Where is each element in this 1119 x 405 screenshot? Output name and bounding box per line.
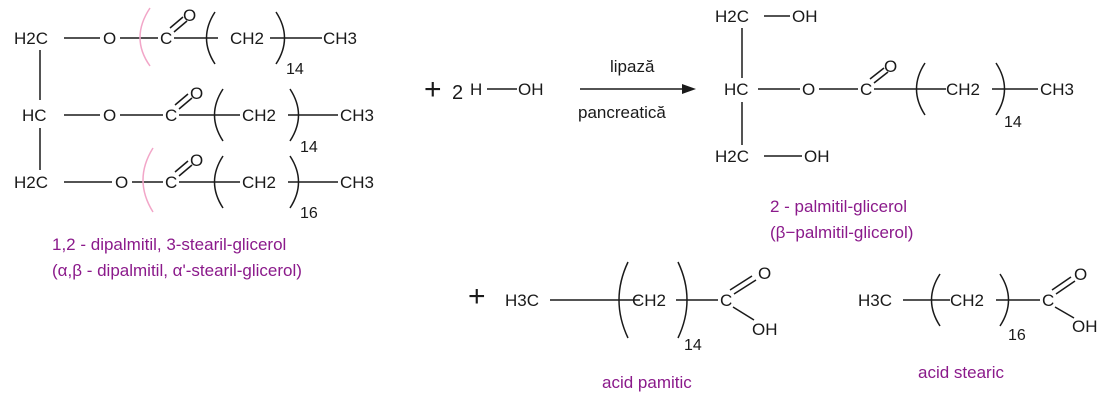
triglyceride-caption-alt: (α,β - dipalmitil, α'-stearil-glicerol): [52, 261, 302, 280]
repeat-count: 16: [1008, 327, 1026, 344]
ch2-label: CH2: [950, 291, 984, 310]
double-bond: [174, 93, 189, 106]
hydrogen-label: H: [470, 80, 482, 99]
repeat-count: 14: [286, 61, 304, 78]
carbon-label: C: [1042, 291, 1054, 310]
ch2-label: CH2: [230, 29, 264, 48]
carbonyl-oxygen-label: O: [190, 151, 203, 170]
reaction-arrow: lipază pancreatică: [578, 57, 696, 122]
carbon-label: C: [165, 173, 177, 192]
triglyceride-structure: H2C O C O CH2 CH3 14 HC O C O CH2 CH3 14…: [14, 6, 374, 222]
oxygen-label: O: [802, 80, 815, 99]
bracket-open: [930, 273, 941, 327]
coefficient: 2: [452, 82, 463, 104]
bond: [732, 306, 755, 321]
h2c-label: H2C: [715, 7, 749, 26]
ch2-label: CH2: [946, 80, 980, 99]
carbonyl-oxygen-label: O: [1074, 265, 1087, 284]
hc-label: HC: [724, 80, 749, 99]
ch2-label: CH2: [242, 173, 276, 192]
ch3-label: CH3: [340, 106, 374, 125]
oh-label: OH: [792, 7, 818, 26]
ch2-label: CH2: [632, 291, 666, 310]
bracket-open: [213, 88, 224, 142]
ch3-label: CH3: [323, 29, 357, 48]
double-bond: [729, 275, 753, 291]
h2c-label: H2C: [14, 173, 48, 192]
stearic-acid-caption: acid stearic: [918, 363, 1004, 382]
palmitic-acid-structure: H3C CH2 C O OH 14: [505, 261, 778, 354]
double-bond: [869, 67, 885, 80]
enzyme-label-bottom: pancreatică: [578, 103, 666, 122]
bond: [1054, 306, 1075, 319]
oxygen-label: O: [103, 106, 116, 125]
cleavage-mark: [142, 147, 154, 213]
repeat-count: 14: [300, 139, 318, 156]
carbonyl-oxygen-label: O: [183, 6, 196, 25]
oxygen-label: O: [103, 29, 116, 48]
repeat-count: 16: [300, 205, 318, 222]
repeat-count: 14: [1004, 114, 1022, 131]
bracket-open: [213, 155, 224, 209]
carbonyl-oxygen-label: O: [190, 84, 203, 103]
monoglyceride-structure: H2C OH HC O C O CH2 CH3 14 H2C OH: [715, 7, 1074, 166]
double-bond: [873, 71, 889, 84]
h2c-label: H2C: [14, 29, 48, 48]
carbonyl-oxygen-label: O: [884, 57, 897, 76]
monoglyceride-caption: 2 - palmitil-glicerol: [770, 197, 907, 216]
oh-label: OH: [804, 147, 830, 166]
ch3-label: CH3: [340, 173, 374, 192]
double-bond: [169, 16, 184, 29]
oh-label: OH: [1072, 317, 1098, 336]
carbon-label: C: [860, 80, 872, 99]
double-bond: [1051, 276, 1072, 291]
double-bond: [733, 279, 757, 295]
oh-label: OH: [752, 320, 778, 339]
double-bond: [173, 20, 188, 33]
double-bond: [174, 160, 189, 173]
h2c-label: H2C: [715, 147, 749, 166]
enzyme-label: lipază: [610, 57, 655, 76]
ch2-label: CH2: [242, 106, 276, 125]
ch3-label: CH3: [1040, 80, 1074, 99]
oh-label: OH: [518, 80, 544, 99]
carbonyl-oxygen-label: O: [758, 264, 771, 283]
bracket-open: [618, 261, 629, 339]
plus-sign: +: [468, 280, 486, 313]
carbon-label: C: [165, 106, 177, 125]
double-bond: [178, 164, 193, 177]
arrow-head: [682, 84, 696, 94]
palmitic-acid-caption: acid pamitic: [602, 373, 692, 392]
oxygen-label: O: [115, 173, 128, 192]
hc-label: HC: [22, 106, 47, 125]
plus-sign: +: [424, 73, 442, 106]
h3c-label: H3C: [858, 291, 892, 310]
monoglyceride-caption-alt: (β−palmitil-glicerol): [770, 223, 913, 242]
carbon-label: C: [160, 29, 172, 48]
water-reactant: + 2 H OH: [424, 73, 544, 106]
triglyceride-caption: 1,2 - dipalmitil, 3-stearil-glicerol: [52, 235, 286, 254]
bracket-open: [915, 62, 926, 116]
bracket-open: [205, 11, 216, 65]
double-bond: [1055, 280, 1076, 295]
cleavage-mark: [139, 7, 151, 67]
h3c-label: H3C: [505, 291, 539, 310]
stearic-acid-structure: H3C CH2 C O OH 16: [858, 265, 1098, 344]
repeat-count: 14: [684, 337, 702, 354]
double-bond: [178, 97, 193, 110]
carbon-label: C: [720, 291, 732, 310]
